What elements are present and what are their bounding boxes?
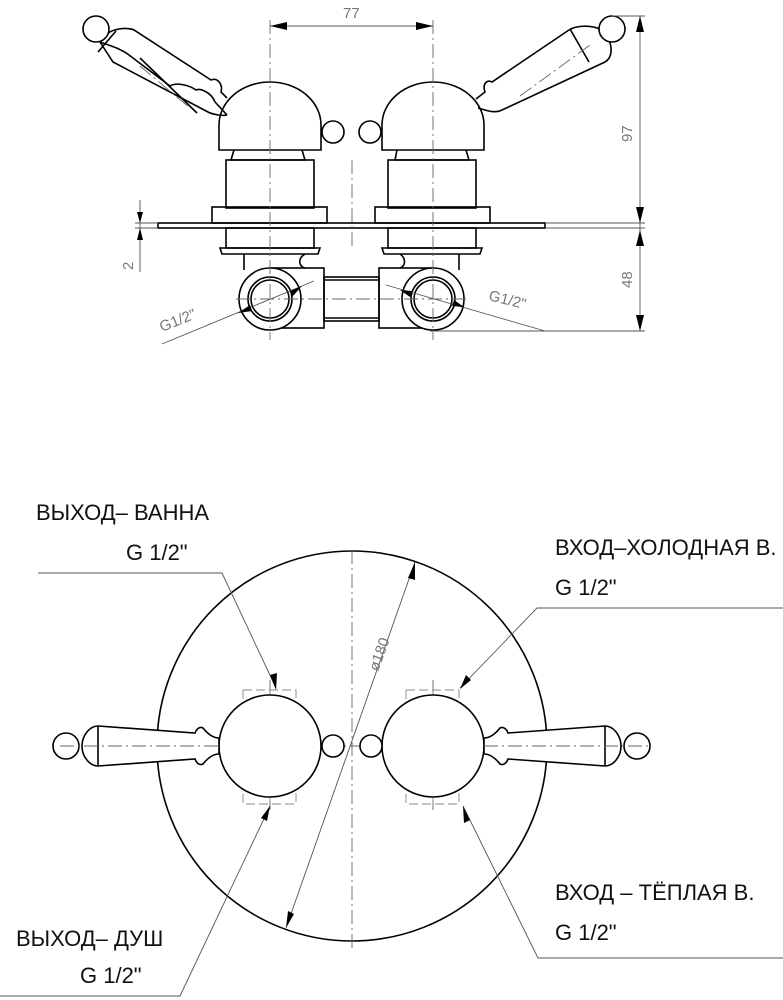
svg-text:77: 77 — [343, 5, 360, 22]
svg-text:G 1/2": G 1/2" — [555, 920, 617, 945]
svg-text:G 1/2": G 1/2" — [80, 963, 142, 988]
mounting-plate — [157, 222, 546, 229]
callout-shower-outlet: ВЫХОД– ДУШ G 1/2" — [0, 805, 271, 997]
left-valve-side — [82, 15, 345, 331]
top-view: 77 97 48 2 — [82, 5, 645, 345]
svg-text:ø180: ø180 — [366, 635, 394, 673]
svg-text:G1/2": G1/2" — [487, 287, 528, 313]
dim-plate-thickness: 2 — [120, 200, 158, 272]
svg-text:G 1/2": G 1/2" — [126, 540, 188, 565]
svg-text:ВЫХОД– ДУШ: ВЫХОД– ДУШ — [16, 926, 163, 951]
svg-text:97: 97 — [619, 125, 636, 142]
right-valve-side — [323, 15, 626, 331]
svg-text:ВХОД – ТЁПЛАЯ В.: ВХОД – ТЁПЛАЯ В. — [555, 880, 754, 905]
callout-warm-inlet: ВХОД – ТЁПЛАЯ В. G 1/2" — [462, 805, 783, 959]
callout-cold-inlet: ВХОД–ХОЛОДНАЯ В. G 1/2" — [459, 535, 783, 689]
dim-heights: 97 48 — [430, 15, 645, 332]
svg-text:ВХОД–ХОЛОДНАЯ В.: ВХОД–ХОЛОДНАЯ В. — [555, 535, 777, 560]
callout-bath-outlet: ВЫХОД– ВАННА G 1/2" — [36, 500, 277, 690]
right-valve-front — [359, 694, 651, 798]
front-view: ø180 ВЫХОД– ВАННА G 1/2" ВХОД–ХОЛОДНАЯ В… — [0, 500, 783, 997]
dim-center-distance: 77 — [270, 5, 433, 30]
svg-text:ВЫХОД– ВАННА: ВЫХОД– ВАННА — [36, 500, 209, 525]
svg-text:2: 2 — [120, 262, 137, 270]
svg-text:G 1/2": G 1/2" — [555, 575, 617, 600]
left-valve-front — [52, 694, 345, 798]
svg-text:48: 48 — [619, 271, 636, 288]
